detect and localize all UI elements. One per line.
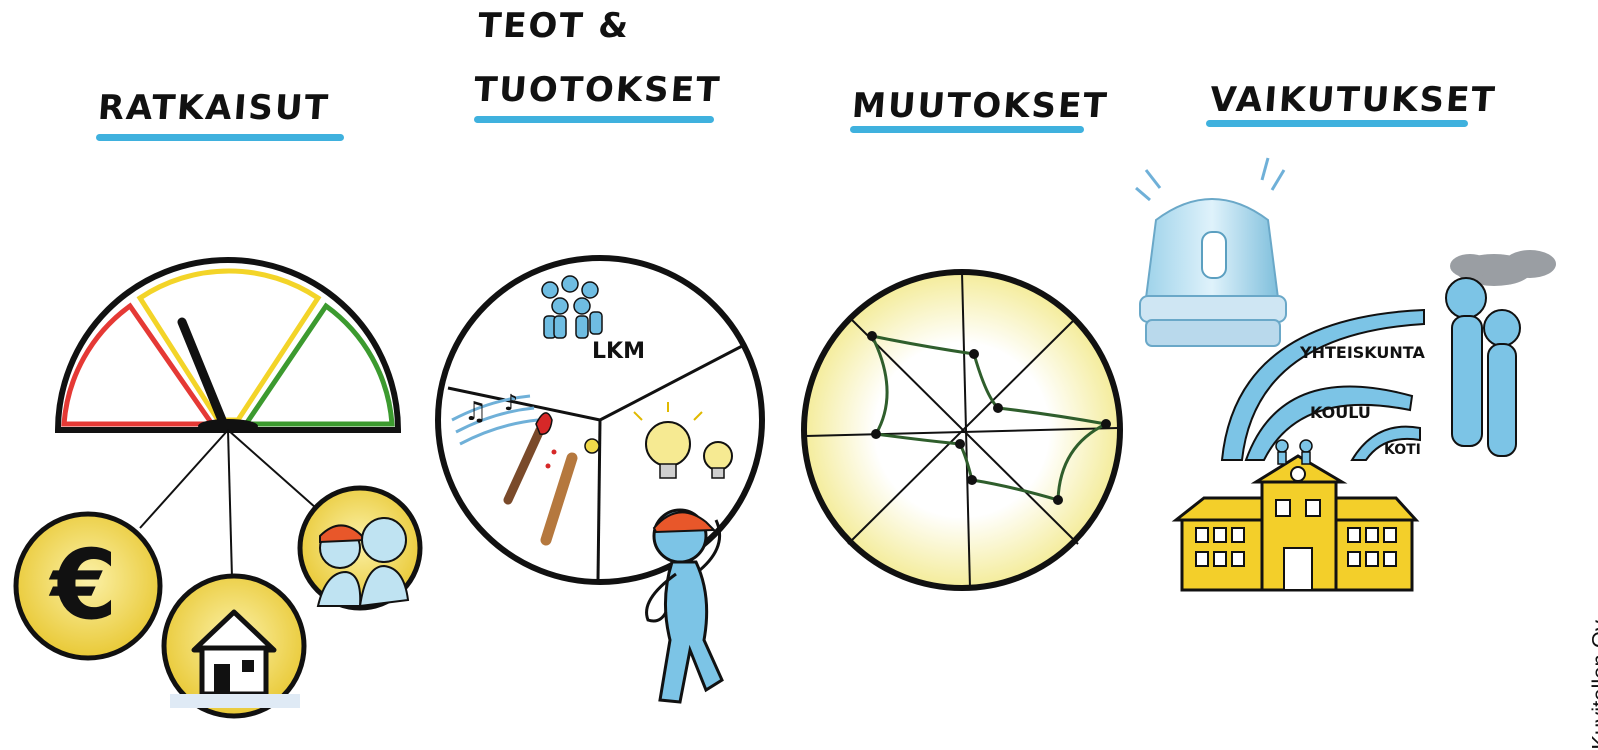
thinking-figure: [645, 508, 724, 704]
web-circle: [801, 269, 1123, 591]
yhteiskunta-label: YHTEISKUNTA: [1299, 343, 1425, 362]
euro-coin-icon: €: [13, 511, 163, 661]
outputs-circle: LKM ♫ ♪: [435, 255, 765, 585]
bat-icon: [540, 438, 600, 546]
euro-symbol: €: [49, 529, 118, 641]
cloud-icon: [1450, 250, 1556, 286]
crowd-icon: [541, 275, 603, 339]
heading-ratkaisut-underline: [96, 134, 344, 141]
house-icon: [161, 573, 307, 719]
paintbrush-icon: [503, 412, 557, 505]
lightbulb-icon: [633, 402, 733, 479]
gauge-icon: [54, 257, 402, 579]
heading-teot-underline: [474, 116, 714, 123]
koti-label: KOTI: [1384, 442, 1421, 458]
lkm-label: LKM: [592, 339, 645, 364]
credit-text: Kuvitellen Oy: [1588, 620, 1598, 750]
koulu-label: KOULU: [1310, 403, 1371, 422]
heading-muutokset-underline: [850, 126, 1084, 133]
heading-vaikutukset-underline: [1206, 120, 1468, 127]
people-icon: [297, 485, 423, 611]
svg-text:♪: ♪: [504, 391, 518, 416]
school-building-icon: [1171, 439, 1420, 592]
standing-figures: [1445, 277, 1521, 457]
community-domes: YHTEISKUNTA KOULU KOTI: [1220, 308, 1425, 461]
siren-icon: [1135, 157, 1287, 347]
svg-text:♫: ♫: [464, 397, 487, 427]
music-notes-icon: ♫ ♪: [451, 391, 539, 446]
